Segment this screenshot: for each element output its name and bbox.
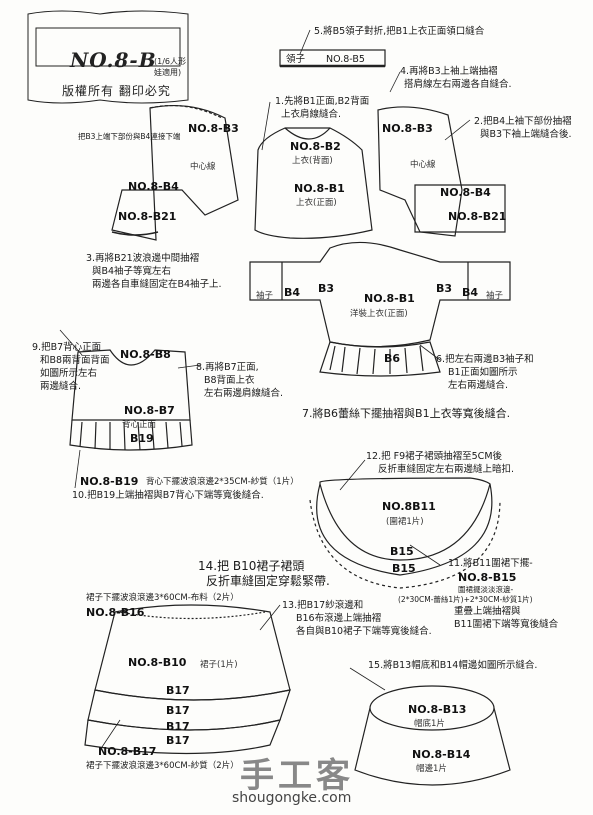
b15-mark-a: B15 (390, 545, 414, 558)
b17-note: 裙子下擺波浪滾邊3*60CM-紗質（2片） (86, 761, 239, 771)
dress-sub: 洋裝上衣(正面) (350, 309, 408, 319)
step-4-line1: 4.再將B3上袖上端抽褶 (400, 66, 498, 77)
b21-side-note: 把B3上端下部份與B4連接下端 (78, 132, 181, 141)
b17-mark-a: B17 (166, 684, 190, 697)
b13-code: NO.8-B13 (408, 703, 467, 716)
b17-code: NO.8-B17 (98, 745, 157, 758)
dress-b3-left: B3 (318, 282, 335, 295)
b17-mark-b: B17 (166, 704, 190, 717)
b1-code: NO.8-B1 (294, 182, 345, 195)
b21-code: NO.8-B21 (118, 210, 177, 223)
dress-b4-right: B4 (462, 286, 479, 299)
step-11-note-2: (2*30CM-蕾絲1片)+2*30CM-紗質1片) (398, 595, 533, 604)
step-15: 15.將B13帽底和B14帽邊如圖所示縫合. (368, 660, 538, 671)
step-12-line1: 12.把 F9裙子裙頭抽褶至5CM後 (366, 451, 503, 462)
hat-b14 (354, 707, 511, 786)
step-6-line2: B1正面如圖所示 (448, 367, 518, 378)
step-1-line2: 上衣肩線縫合. (281, 109, 342, 120)
b3r-code: NO.8-B3 (382, 122, 433, 135)
step-11-note-4: B11圍裙下端等寬後縫合 (454, 619, 559, 630)
title-rights: 版權所有 翻印必究 (62, 84, 171, 98)
collar-label: 領子 (286, 54, 306, 65)
title-scale: (1/6人形娃適用) (154, 57, 186, 77)
b21r-code: NO.8-B21 (448, 210, 507, 223)
b3-code: NO.8-B3 (188, 122, 239, 135)
step-11-note-3: 重疊上端抽褶與 (454, 606, 521, 617)
b8-code: NO.8-B8 (120, 348, 171, 361)
dress-ruffle-b6 (319, 341, 441, 377)
step-4-line2: 搭肩線左右兩邊各自縫合. (404, 79, 512, 90)
b19-code: NO.8-B19 (80, 475, 139, 488)
step-1-line1: 1.先將B1正面,B2背面 (275, 96, 370, 107)
step-3-line3: 兩邊各自車縫固定在B4袖子上. (92, 279, 222, 290)
dress-sleeve-left: 袖子 (256, 291, 274, 301)
b11-code: NO.8B11 (382, 500, 436, 513)
step-10: 10.把B19上端抽褶與B7背心下端等寬後縫合. (72, 490, 264, 501)
step-3-line2: 與B4袖子等寬左右 (92, 266, 172, 277)
b7-sub: 背心正面 (122, 420, 157, 430)
step-5: 5.將B5領子對折,把B1上衣正面領口縫合 (314, 26, 485, 37)
dress-b3-right: B3 (436, 282, 453, 295)
skirt-b10 (94, 604, 291, 701)
dress-sleeve-right: 袖子 (486, 291, 504, 301)
apron-b11 (319, 477, 491, 561)
step-13-line1: 13.把B17紗滾邊和 (282, 600, 364, 611)
b16-code: NO.8-B16 (86, 606, 145, 619)
dress-code: NO.8-B1 (364, 292, 415, 305)
b17-mark-c: B17 (166, 720, 190, 733)
b19-note: 背心下擺波浪滾邊2*35CM-紗質（1片） (146, 477, 299, 487)
b13-sub: 帽底1片 (414, 719, 445, 729)
b2-code: NO.8-B2 (290, 140, 341, 153)
step-14-line1: 14.把 B10裙子裙頭 (198, 559, 305, 573)
step-7: 7.將B6蕾絲下擺抽褶與B1上衣等寬後縫合. (302, 407, 511, 420)
b7-code: NO.8-B7 (124, 404, 175, 417)
step-9-line3: 如圖所示左右 (40, 368, 98, 379)
step-9-line2: 和B8兩背面背面 (40, 355, 110, 366)
step-13-line2: B16布滾邊上端抽褶 (296, 613, 382, 624)
step-8-line2: B8背面上衣 (204, 375, 255, 386)
b10-sub: 裙子(1片) (200, 660, 238, 670)
watermark: 手工客 (240, 756, 354, 796)
b15-code: NO.8-B15 (458, 571, 517, 584)
vest-b7-b8 (71, 349, 191, 421)
b11-sub: (圍裙1片) (386, 517, 424, 527)
b4r-code: NO.8-B4 (440, 186, 491, 199)
b16-note: 裙子下擺波浪滾邊3*60CM-布料（2片） (86, 593, 239, 603)
step-8-line3: 左右兩邊肩線縫合. (204, 388, 284, 399)
step-8-line1: 8.再將B7正面, (196, 362, 259, 373)
bodice-b1-b2 (254, 127, 373, 239)
b2-sub: 上衣(背面) (292, 156, 333, 166)
b19-mark: B19 (130, 432, 154, 445)
step-6-line1: 6.把左右兩邊B3袖子和 (436, 354, 534, 365)
step-13-line3: 各自與B10裙子下端等寬後縫合. (296, 626, 432, 637)
step-12-line2: 反折車縫固定左右兩邊縫上暗扣. (378, 464, 515, 475)
center-line-left: 中心線 (190, 162, 216, 172)
b4-code: NO.8-B4 (128, 180, 179, 193)
step-11-note-1: 圍裙擺淡淡滾邊- (458, 585, 514, 594)
title-box: NO.8-B (1/6人形娃適用) 版權所有 翻印必究 (22, 10, 192, 105)
title-code: NO.8-B (70, 48, 157, 72)
b1-sub: 上衣(正面) (296, 198, 337, 208)
step-2-line1: 2.把B4上袖下部份抽褶 (474, 116, 572, 127)
step-6-line3: 左右兩邊縫合. (448, 380, 509, 391)
b15-mark-b: B15 (392, 562, 416, 575)
site-url: shougongke.com (232, 790, 352, 806)
dress-b4-left: B4 (284, 286, 301, 299)
center-line-right: 中心線 (410, 160, 436, 170)
b6-code: B6 (384, 352, 401, 365)
step-2-line2: 與B3下袖上端縫合後. (480, 129, 572, 140)
step-9-line4: 兩邊縫合. (40, 381, 82, 392)
step-9-line1: 9.把B7背心正面 (32, 342, 102, 353)
b17-mark-d: B17 (166, 734, 190, 747)
step-11: 11.將B11圍裙下擺- (448, 558, 533, 569)
step-14-line2: 反折車縫固定穿鬆緊帶. (206, 574, 330, 588)
b14-code: NO.8-B14 (412, 748, 471, 761)
step-3-line1: 3.再將B21波浪邊中間抽褶 (86, 253, 200, 264)
right-sleeve-piece (377, 106, 463, 237)
title-frame (27, 10, 189, 104)
b10-code: NO.8-B10 (128, 656, 187, 669)
b14-sub: 帽邊1片 (416, 764, 447, 774)
b5-code: NO.8-B5 (326, 54, 365, 65)
